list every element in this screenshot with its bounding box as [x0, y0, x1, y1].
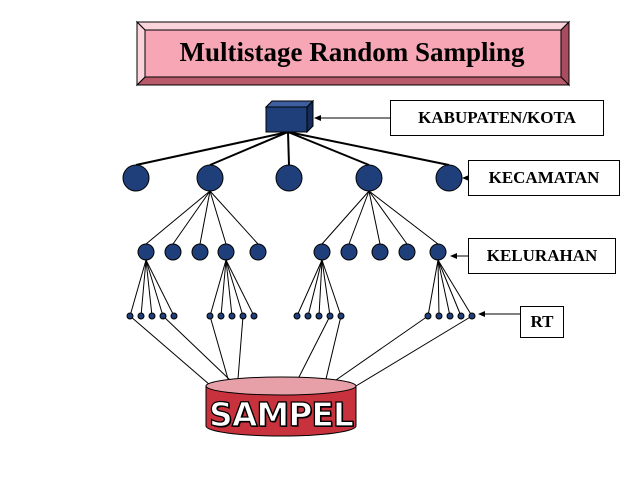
- rt-node: [435, 312, 443, 320]
- label-arrows: [314, 115, 520, 317]
- rt-connector: [225, 259, 233, 317]
- rt-connector: [437, 259, 451, 317]
- kecamatan-node: [355, 164, 383, 192]
- kecamatan-connector: [135, 131, 289, 166]
- rt-connector: [129, 259, 147, 317]
- rt-connector: [321, 259, 342, 317]
- kelurahan-node: [398, 243, 416, 261]
- rt-node: [159, 312, 167, 320]
- kelurahan-node: [137, 243, 155, 261]
- kabupaten-arrow-head: [314, 115, 321, 121]
- sample-connector: [237, 315, 244, 380]
- sample-connector: [209, 315, 229, 380]
- kelurahan-connector: [209, 190, 227, 245]
- kelurahan-connector: [368, 190, 408, 245]
- kelurahan-node: [191, 243, 209, 261]
- title-banner: [135, 20, 571, 87]
- kecamatan-connector: [209, 131, 289, 166]
- rt-node: [424, 312, 432, 320]
- kelurahan-connector: [199, 190, 211, 245]
- kelurahan-node: [429, 243, 447, 261]
- kecamatan-node: [275, 164, 303, 192]
- kelurahan-connector: [348, 190, 370, 245]
- kabupaten-node: [264, 99, 315, 134]
- rt-node: [148, 312, 156, 320]
- diagram-title: Multistage Random Sampling: [179, 36, 525, 67]
- kelurahan-connector: [209, 190, 259, 245]
- kelurahan-node: [217, 243, 235, 261]
- sampel-label: SAMPEL: [208, 394, 354, 434]
- rt-connector: [220, 259, 227, 317]
- rt-arrow-head: [478, 311, 485, 317]
- kecamatan-arrow-head: [462, 175, 469, 181]
- rt-connector: [145, 259, 164, 317]
- rt-connector: [225, 259, 244, 317]
- kecamatan-node: [122, 164, 150, 192]
- rt-node: [293, 312, 301, 320]
- rt-connector: [437, 259, 473, 317]
- kelurahan-node: [164, 243, 182, 261]
- kecamatan-connector: [287, 131, 450, 166]
- kelurahan-arrow-head: [450, 253, 457, 259]
- rt-node: [170, 312, 178, 320]
- rt-node: [206, 312, 214, 320]
- rt-connector: [209, 259, 227, 317]
- label-rt: RT: [520, 306, 564, 338]
- sample-connector: [162, 315, 231, 381]
- rt-connector: [437, 259, 462, 317]
- kecamatan-node: [196, 164, 224, 192]
- sample-connector: [355, 315, 473, 387]
- kecamatan-connector: [287, 131, 290, 166]
- rt-connector: [296, 259, 323, 317]
- sample-connector: [325, 315, 342, 380]
- sample-connector: [129, 315, 211, 386]
- rt-connector: [437, 259, 440, 317]
- rt-node: [304, 312, 312, 320]
- rt-node: [315, 312, 323, 320]
- kelurahan-node: [371, 243, 389, 261]
- sample-connector: [297, 315, 331, 380]
- rt-connector: [307, 259, 323, 317]
- rt-node: [446, 312, 454, 320]
- rt-connector: [321, 259, 331, 317]
- label-kecamatan: KECAMATAN: [468, 160, 620, 196]
- rt-node: [326, 312, 334, 320]
- kelurahan-connector: [368, 190, 439, 245]
- rt-node: [126, 312, 134, 320]
- rt-connector: [145, 259, 153, 317]
- sampling-nodes: [122, 164, 476, 320]
- rt-connector: [140, 259, 147, 317]
- kelurahan-connector: [145, 190, 211, 245]
- rt-node: [137, 312, 145, 320]
- label-kelurahan: KELURAHAN: [468, 238, 616, 274]
- kelurahan-node: [249, 243, 267, 261]
- rt-connector: [427, 259, 439, 317]
- kelurahan-node: [313, 243, 331, 261]
- kecamatan-connector: [287, 131, 370, 166]
- rt-connector: [225, 259, 255, 317]
- rt-connector: [318, 259, 323, 317]
- rt-node: [468, 312, 476, 320]
- kelurahan-connector: [172, 190, 211, 245]
- rt-node: [228, 312, 236, 320]
- rt-node: [457, 312, 465, 320]
- sampel-cylinder: [205, 376, 357, 437]
- rt-node: [217, 312, 225, 320]
- rt-node: [250, 312, 258, 320]
- rt-connector: [145, 259, 175, 317]
- sample-connector: [335, 315, 429, 381]
- rt-node: [239, 312, 247, 320]
- kelurahan-connector: [321, 190, 370, 245]
- kelurahan-connector: [368, 190, 381, 245]
- rt-node: [337, 312, 345, 320]
- kelurahan-node: [340, 243, 358, 261]
- kecamatan-node: [435, 164, 463, 192]
- label-kabupaten: KABUPATEN/KOTA: [390, 100, 604, 136]
- connector-lines: [129, 131, 473, 387]
